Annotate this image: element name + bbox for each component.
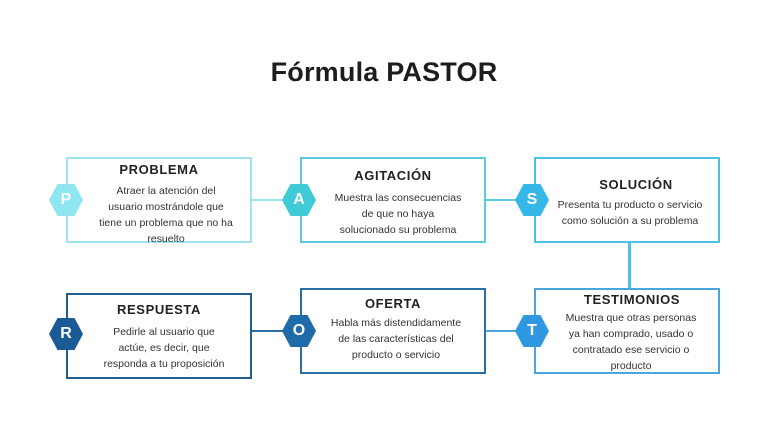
text-line: como solución a su problema xyxy=(561,215,699,227)
hexagon-letter: O xyxy=(292,322,306,339)
step-box-problema: PROBLEMA Atraer la atención del usuario … xyxy=(66,157,252,245)
text-line: producto o servicio xyxy=(351,349,441,361)
text-line: tiene un problema que no ha xyxy=(99,217,233,229)
text-line: contratado ese servicio o xyxy=(572,344,690,356)
text-line: actúe, es decir, que xyxy=(118,342,210,354)
connector-a-s xyxy=(486,199,534,201)
connector-o-r xyxy=(250,330,300,332)
hexagon-t: T xyxy=(515,315,549,347)
step-text-agitacion: Muestra las consecuencias de que no haya… xyxy=(302,190,484,238)
step-box-respuesta: RESPUESTA Pedirle al usuario que actúe, … xyxy=(66,293,252,379)
diagram-title: Fórmula PASTOR xyxy=(270,57,498,87)
hexagon-s: S xyxy=(515,184,549,216)
text-line: ya han comprado, usado o xyxy=(568,328,694,340)
step-title-agitacion: AGITACIÓN xyxy=(354,168,432,183)
text-line: de las características del xyxy=(338,333,454,345)
step-text-problema: Atraer la atención del usuario mostrándo… xyxy=(68,183,250,247)
step-box-oferta: OFERTA Habla más distendidamente de las … xyxy=(300,288,486,374)
connector-t-o xyxy=(486,330,534,332)
text-line: usuario mostrándole que xyxy=(108,201,224,213)
step-title-solucion: SOLUCIÓN xyxy=(599,177,673,192)
step-text-solucion: Presenta tu producto o servicio como sol… xyxy=(536,197,718,229)
connector-s-t xyxy=(628,243,631,288)
text-line: Atraer la atención del xyxy=(116,185,216,197)
step-title-testimonios: TESTIMONIOS xyxy=(583,292,681,307)
step-box-testimonios: TESTIMONIOS Muestra que otras personas y… xyxy=(534,288,720,374)
text-line: de que no haya xyxy=(361,208,435,220)
hexagon-letter: R xyxy=(60,325,72,342)
step-box-agitacion: AGITACIÓN Muestra las consecuencias de q… xyxy=(300,157,486,243)
text-line: Habla más distendidamente xyxy=(330,317,462,329)
step-title-oferta: OFERTA xyxy=(364,296,422,311)
text-line: Presenta tu producto o servicio xyxy=(557,199,703,211)
step-box-solucion: SOLUCIÓN Presenta tu producto o servicio… xyxy=(534,157,720,243)
text-line: producto xyxy=(610,360,652,372)
text-line: Pedirle al usuario que xyxy=(113,326,215,338)
step-text-testimonios: Muestra que otras personas ya han compra… xyxy=(536,310,718,374)
hexagon-letter: A xyxy=(293,191,305,208)
text-line: solucionado su problema xyxy=(339,224,457,236)
step-text-oferta: Habla más distendidamente de las caracte… xyxy=(302,315,484,363)
connector-p-a xyxy=(250,199,300,201)
hexagon-letter: T xyxy=(527,322,537,339)
hexagon-letter: P xyxy=(60,191,72,208)
hexagon-r: R xyxy=(49,318,83,350)
step-title-problema: PROBLEMA xyxy=(119,162,199,177)
step-title-respuesta: RESPUESTA xyxy=(117,302,201,317)
text-line: Muestra que otras personas xyxy=(565,312,697,324)
text-line: responda a tu proposición xyxy=(103,358,225,370)
hexagon-letter: S xyxy=(526,191,538,208)
text-line: Muestra las consecuencias xyxy=(334,192,462,204)
step-text-respuesta: Pedirle al usuario que actúe, es decir, … xyxy=(68,324,250,372)
text-line: resuelto xyxy=(147,233,185,245)
